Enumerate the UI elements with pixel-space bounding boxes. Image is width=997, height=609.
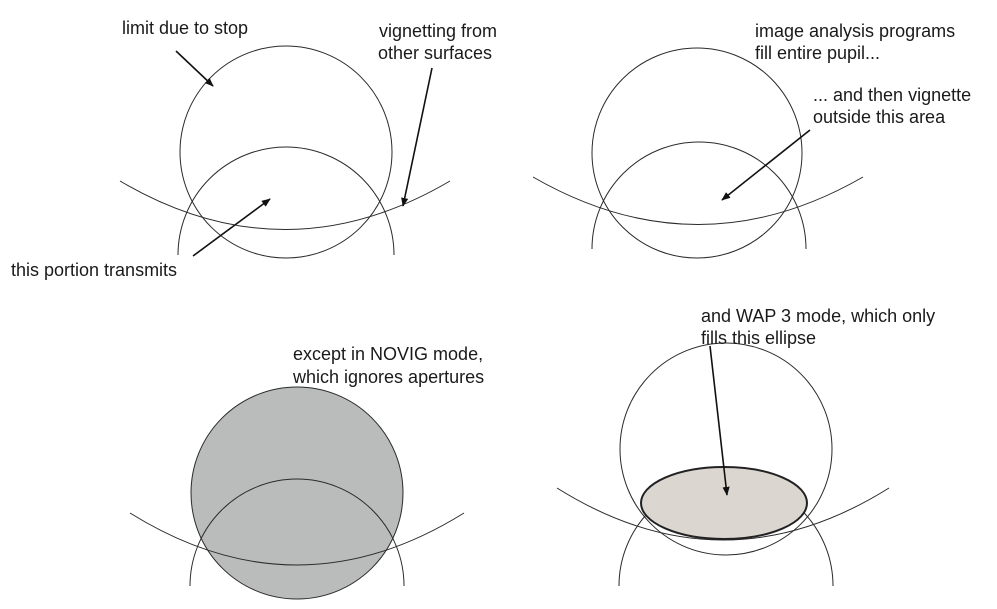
- lower-aperture-arc: [177, 146, 395, 256]
- transmits-pointer-arrow: [192, 198, 271, 257]
- label-vignette-line1: ... and then vignette: [813, 85, 971, 105]
- panel-bottom-right: and WAP 3 mode, which only fills this el…: [556, 306, 935, 587]
- label-novig-line2: which ignores apertures: [292, 367, 484, 387]
- vignetting-surface-arc: [556, 487, 890, 541]
- vignette-pointer-arrow: [721, 129, 811, 201]
- vignetting-surface-arc: [119, 180, 451, 230]
- stop-limit-circle: [179, 45, 393, 259]
- wap-pointer-arrow: [709, 345, 730, 496]
- lower-aperture-arc: [591, 141, 807, 250]
- wap3-ellipse: [640, 466, 808, 540]
- stop-limit-circle: [591, 47, 803, 259]
- label-fill-line1: image analysis programs: [755, 21, 955, 41]
- label-vignette-line2: outside this area: [813, 107, 946, 127]
- label-vignetting-line1: vignetting from: [379, 21, 497, 41]
- label-wap-line1: and WAP 3 mode, which only: [701, 306, 935, 326]
- label-this-portion-transmits: this portion transmits: [11, 260, 177, 280]
- vignetting-surface-arc: [532, 176, 864, 225]
- lower-aperture-arc: [189, 478, 405, 587]
- label-limit-due-to-stop: limit due to stop: [122, 18, 248, 38]
- vignetting-pointer-arrow: [401, 67, 433, 207]
- vignetting-surface-arc: [129, 512, 465, 566]
- label-fill-line2: fill entire pupil...: [755, 43, 880, 63]
- panel-top-right: image analysis programs fill entire pupi…: [532, 21, 971, 259]
- label-vignetting-line2: other surfaces: [378, 43, 492, 63]
- panel-bottom-left: except in NOVIG mode, which ignores aper…: [129, 344, 484, 600]
- panel-top-left: limit due to stop vignetting from other …: [11, 18, 497, 280]
- label-wap-line2: fills this ellipse: [701, 328, 816, 348]
- novig-full-pupil-disk: [190, 386, 404, 600]
- stop-limit-circle: [619, 342, 833, 556]
- stop-pointer-arrow: [175, 50, 214, 87]
- label-novig-line1: except in NOVIG mode,: [293, 344, 483, 364]
